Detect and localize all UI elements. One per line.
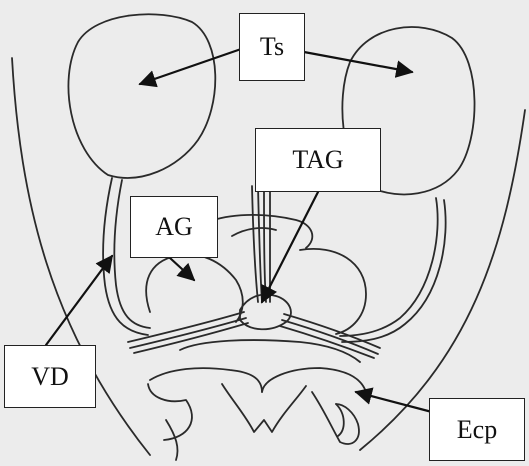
arrow-vd: [46, 256, 112, 345]
left-testis: [68, 14, 215, 178]
median-duct: [252, 186, 258, 302]
label-ecp: Ecp: [429, 398, 525, 461]
label-ts: Ts: [239, 13, 305, 81]
left-accessory-gland: [146, 254, 243, 322]
label-ag: AG: [130, 196, 218, 258]
arrow-ag: [170, 258, 194, 280]
arrow-ecp: [356, 392, 432, 412]
label-tag: TAG: [255, 128, 381, 192]
arrow-ts-right: [304, 52, 412, 72]
right-vas-deferens: [340, 198, 438, 336]
label-vd: VD: [4, 345, 96, 408]
ejaculatory-complex: [148, 384, 192, 440]
arrow-ts-left: [140, 48, 244, 84]
